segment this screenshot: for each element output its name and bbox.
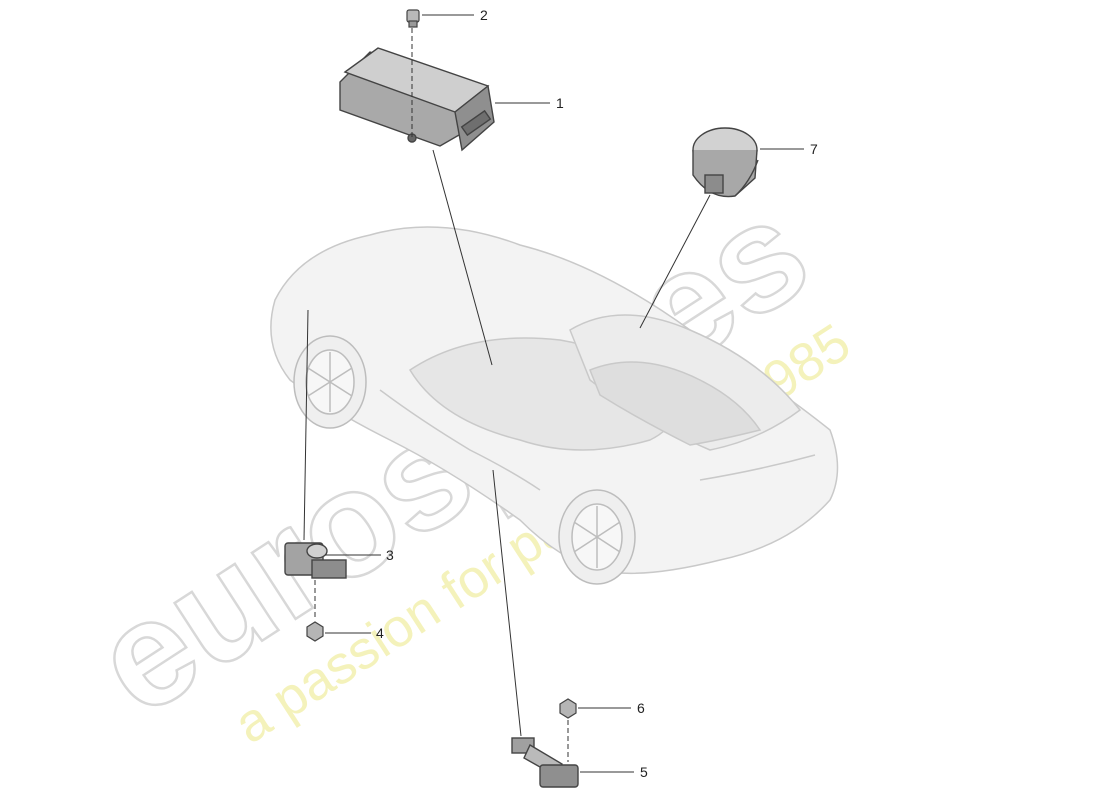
leader-lines <box>303 14 804 773</box>
callout-labels: 1 2 3 4 5 6 7 <box>376 7 818 780</box>
wheel-front-left <box>293 335 367 429</box>
callout-1: 1 <box>556 95 564 111</box>
control-unit-part <box>339 47 495 152</box>
callout-4: 4 <box>376 625 384 641</box>
wheel-rear-right <box>558 489 636 585</box>
clock-spring-part <box>692 127 759 198</box>
side-sensor-part <box>511 737 579 788</box>
screw-part <box>406 9 420 28</box>
callout-5: 5 <box>640 764 648 780</box>
crash-sensor-part <box>284 542 347 579</box>
callout-2: 2 <box>480 7 488 23</box>
nut-part-4 <box>306 621 324 642</box>
callout-7: 7 <box>810 141 818 157</box>
car-illustration <box>270 226 839 575</box>
callout-6: 6 <box>637 700 645 716</box>
callout-3: 3 <box>386 547 394 563</box>
nut-part-6 <box>559 698 577 719</box>
